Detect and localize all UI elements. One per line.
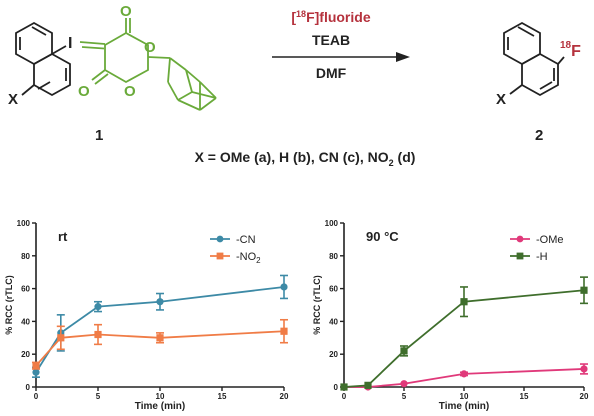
- x-tick-label: 20: [580, 392, 589, 401]
- y-tick-label: 40: [21, 317, 30, 326]
- spiro-auxiliary: [79, 18, 217, 111]
- oxygen-labels: O O O O: [78, 3, 156, 100]
- reagent-sup: 18: [296, 9, 306, 19]
- data-point: [280, 327, 288, 335]
- y-tick-label: 100: [17, 219, 31, 228]
- data-point: [156, 334, 164, 342]
- data-point: [400, 380, 408, 388]
- legend-marker: [516, 252, 524, 260]
- x-tick-label: 15: [218, 392, 227, 401]
- product-naphthalene: [503, 21, 565, 97]
- substituent-legend: X = OMe (a), H (b), CN (c), NO2 (d): [195, 149, 416, 168]
- y-tick-label: 0: [334, 383, 339, 392]
- data-point: [580, 365, 588, 373]
- y-tick-label: 100: [325, 219, 339, 228]
- substituent-sub: 2: [389, 158, 394, 168]
- x-tick-label: 10: [460, 392, 469, 401]
- x-tick-label: 5: [96, 392, 101, 401]
- y-tick-label: 80: [329, 252, 338, 261]
- legend-marker: [516, 235, 524, 243]
- y-axis-label: % RCC (rTLC): [4, 275, 14, 335]
- legend-label-sub: 2: [256, 256, 261, 265]
- reagent-rest: F]fluoride: [306, 9, 371, 25]
- product-x-label: X: [496, 91, 506, 108]
- oxygen-label-ring-upper: O: [144, 39, 156, 56]
- legend-label: -OMe: [536, 234, 564, 246]
- data-point: [400, 347, 408, 355]
- legend-label-main: -NO: [236, 251, 257, 263]
- product-f: F: [571, 43, 581, 60]
- legend-label: -NO2: [236, 251, 261, 265]
- substituent-main: X = OMe (a), H (b), CN (c), NO: [195, 149, 389, 165]
- x-tick-label: 0: [34, 392, 39, 401]
- chart-title: 90 °C: [366, 229, 399, 244]
- oxygen-label-top: O: [120, 3, 132, 20]
- reactant-naphthalene: [15, 21, 71, 97]
- data-point: [156, 298, 164, 306]
- reactant-x-label: X: [8, 91, 18, 108]
- data-point: [94, 303, 102, 311]
- legend-label: -CN: [236, 234, 256, 246]
- oxygen-label-ring-lower: O: [124, 83, 136, 100]
- base-label: TEAB: [312, 32, 350, 48]
- data-point: [57, 334, 65, 342]
- y-tick-label: 40: [329, 317, 338, 326]
- solvent-label: DMF: [316, 65, 347, 81]
- y-tick-label: 20: [329, 350, 338, 359]
- y-tick-label: 60: [329, 285, 338, 294]
- x-axis-label: Time (min): [439, 401, 489, 412]
- data-point: [460, 298, 468, 306]
- compound-1-label: 1: [95, 127, 103, 144]
- data-point: [280, 283, 288, 291]
- product-fluorine-label: 18F: [560, 40, 581, 60]
- y-tick-label: 0: [26, 383, 31, 392]
- product-f-sup: 18: [560, 40, 572, 51]
- chart-title: rt: [58, 229, 68, 244]
- x-tick-label: 20: [280, 392, 289, 401]
- x-tick-label: 10: [156, 392, 165, 401]
- legend-marker: [216, 252, 224, 260]
- data-point: [580, 286, 588, 294]
- data-point: [460, 370, 468, 378]
- y-tick-label: 80: [21, 252, 30, 261]
- data-point: [32, 362, 40, 370]
- reagent-label: [18F]fluoride: [291, 9, 370, 25]
- oxygen-label-bottom: O: [78, 83, 90, 100]
- reaction-arrow: [272, 52, 410, 62]
- iodine-label: I: [68, 35, 72, 52]
- y-tick-label: 60: [21, 285, 30, 294]
- x-tick-label: 5: [402, 392, 407, 401]
- compound-2-label: 2: [535, 127, 543, 144]
- y-axis-label: % RCC (rTLC): [312, 275, 322, 335]
- legend-label: -H: [536, 251, 548, 263]
- reaction-scheme: X I O O O O 1 [18F]fluoride TEAB: [8, 3, 581, 168]
- x-tick-label: 0: [342, 392, 347, 401]
- data-point: [340, 383, 348, 391]
- legend-marker: [216, 235, 224, 243]
- x-axis-label: Time (min): [135, 401, 185, 412]
- x-tick-label: 15: [520, 392, 529, 401]
- data-point: [364, 381, 372, 389]
- data-point: [32, 368, 40, 376]
- data-point: [94, 330, 102, 339]
- y-tick-label: 20: [21, 350, 30, 359]
- substituent-end: (d): [394, 149, 416, 165]
